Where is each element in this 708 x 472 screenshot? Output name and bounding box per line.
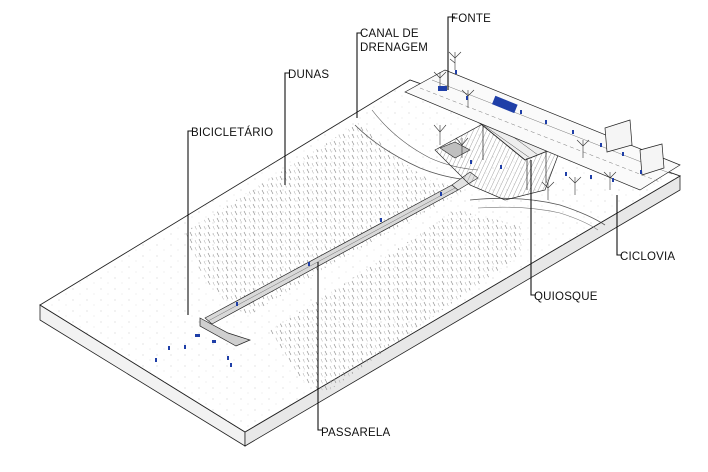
person-icon — [308, 262, 310, 266]
leader-bicicletario — [187, 130, 193, 315]
person-icon — [500, 165, 502, 169]
person-icon — [455, 70, 457, 74]
label-dunas: DUNAS — [288, 69, 329, 81]
beach-edge — [469, 197, 606, 226]
boardwalk-landing — [199, 317, 252, 347]
bench-icon — [195, 334, 200, 337]
leader-dunas — [284, 72, 290, 185]
building-block — [639, 143, 665, 176]
leader-quiosque — [530, 160, 536, 296]
person-icon — [466, 96, 468, 100]
person-icon — [227, 356, 229, 360]
tree-icon — [603, 171, 617, 190]
leader-passarela — [317, 262, 323, 431]
boardwalk — [199, 171, 479, 347]
person-icon — [380, 218, 382, 222]
person-icon — [545, 120, 547, 124]
leader-lines — [187, 16, 622, 431]
person-icon — [184, 345, 186, 349]
tree-icon — [568, 176, 582, 195]
person-icon — [572, 130, 574, 134]
person-icon — [155, 358, 157, 362]
leader-ciclovia — [616, 195, 622, 256]
label-quiosque: QUIOSQUE — [534, 291, 598, 303]
bench-icon — [212, 340, 216, 343]
person-icon — [600, 143, 602, 147]
road-strip — [404, 69, 681, 191]
road-surface — [404, 69, 681, 191]
label-canal-line1: CANAL DE — [360, 28, 419, 40]
label-fonte: FONTE — [451, 13, 491, 25]
label-ciclovia: CICLOVIA — [620, 251, 675, 263]
person-icon — [640, 170, 642, 174]
person-icon — [168, 346, 170, 350]
dunes-area — [185, 109, 606, 391]
bus-icon — [492, 95, 518, 114]
label-bicicletario: BICICLETÁRIO — [191, 126, 273, 139]
beach-edge-inner — [477, 206, 599, 231]
person-icon — [520, 110, 522, 114]
trees — [433, 51, 617, 200]
tree-icon — [455, 137, 469, 158]
dune-field-lower — [270, 210, 524, 391]
person-icon — [590, 175, 592, 179]
leader-canal — [356, 32, 362, 118]
tree-icon — [448, 51, 462, 70]
person-icon — [622, 152, 624, 156]
label-passarela: PASSARELA — [321, 427, 390, 439]
building-block — [604, 119, 633, 153]
tree-icon — [433, 124, 447, 145]
person-icon — [612, 178, 614, 182]
tree-icon — [541, 181, 555, 200]
person-icon — [236, 302, 238, 306]
blue-accents — [155, 70, 642, 367]
label-canal-line2: DRENAGEM — [360, 42, 428, 54]
person-icon — [440, 192, 442, 196]
labels: FONTE CANAL DE DRENAGEM DUNAS BICICLETÁR… — [191, 13, 675, 439]
car-icon — [438, 86, 447, 91]
tree-icon — [576, 139, 590, 158]
leader-fonte — [447, 16, 455, 90]
kiosk-block — [439, 141, 471, 159]
dune-field — [185, 122, 465, 315]
person-icon — [470, 160, 472, 164]
person-icon — [565, 172, 567, 176]
person-icon — [230, 363, 232, 367]
drainage-channel — [354, 124, 471, 181]
